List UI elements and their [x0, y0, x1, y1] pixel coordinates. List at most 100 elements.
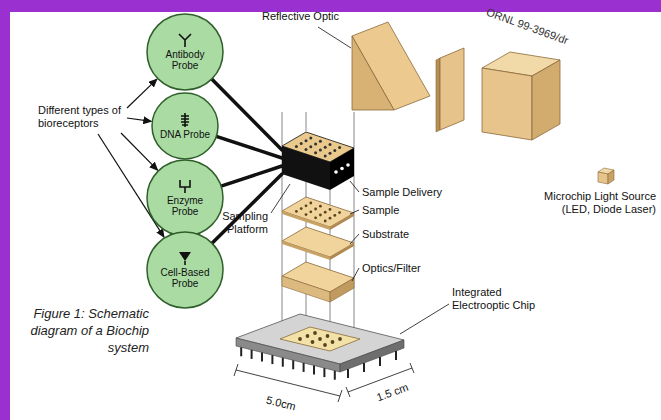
part-label: Integrated Electrooptic Chip [452, 286, 550, 312]
leader-line [350, 210, 359, 214]
dimension-line [236, 370, 340, 396]
platform-block [282, 132, 354, 190]
platform-side [330, 148, 354, 190]
cell-icon [184, 261, 186, 265]
cube-front [482, 68, 532, 140]
probe-link [216, 136, 282, 158]
dimension-tick [410, 363, 414, 373]
dna-icon [181, 113, 189, 127]
light-source-front [598, 172, 608, 184]
delivery-port [346, 163, 350, 167]
probe-icon [175, 179, 195, 193]
part-label: Sample [362, 204, 399, 217]
chip-pin [363, 363, 365, 372]
probe-text-wrap: Antibody Probe [146, 49, 224, 71]
cell-icon [179, 252, 191, 261]
chip-pin [251, 350, 253, 359]
well-dot [314, 143, 317, 146]
leader-line [400, 304, 449, 334]
circle-shape [152, 93, 218, 159]
circle-shape [147, 160, 223, 236]
chip-pin [334, 371, 336, 380]
chip-pin [292, 360, 294, 369]
platform-text-wrap: Sampling Platform [202, 210, 268, 236]
slab-face [440, 48, 464, 130]
well-dot [338, 146, 341, 149]
leader-line [271, 184, 290, 213]
probe-circle: Enzyme Probe [146, 159, 224, 237]
well-dot [300, 142, 303, 145]
well-dot [295, 210, 298, 213]
filter-side [330, 278, 354, 302]
pointer-arrow [121, 133, 158, 170]
part-label: Substrate [362, 228, 409, 241]
chip-pin [282, 358, 284, 367]
circle-shape [147, 14, 223, 90]
part-label: Sample Delivery [362, 186, 442, 199]
guide-lines [282, 112, 354, 350]
leader-line [352, 268, 359, 281]
dimension-tick [346, 387, 350, 397]
chip-pin [313, 366, 315, 375]
pointer-arrow [127, 118, 151, 121]
chip-pin [303, 363, 305, 372]
prism-side [352, 36, 394, 110]
platform-side [282, 146, 330, 190]
chip-pin [261, 353, 263, 362]
filter-side [282, 276, 330, 302]
well-dot [305, 204, 308, 207]
dimension-tick [234, 364, 238, 376]
sample-plate-side [330, 213, 354, 230]
well-dot [305, 148, 308, 151]
well-dot [324, 146, 327, 149]
substrate-plate [282, 227, 354, 257]
chip-window [280, 327, 360, 351]
substrate-side [282, 241, 330, 260]
well-dot [311, 340, 315, 344]
well-dot [306, 334, 310, 338]
group-label: Different types of bioreceptors [38, 104, 123, 130]
well-dot [329, 217, 332, 220]
well-dot [313, 331, 317, 335]
chip-pin [395, 351, 397, 360]
leader-line [350, 181, 359, 192]
part-label: Optics/Filter [362, 262, 421, 275]
well-dot [326, 334, 330, 338]
probe-icon [175, 251, 195, 265]
well-dot [329, 143, 332, 146]
probe-name: Enzyme Probe [156, 195, 214, 217]
probe-icon [175, 113, 195, 127]
probe-circle: Cell-Based Probe [146, 231, 224, 309]
leader-line [350, 234, 359, 244]
well-dot [319, 149, 322, 152]
probe-name: DNA Probe [160, 129, 210, 140]
well-dot [314, 216, 317, 219]
chip-side [340, 340, 404, 372]
well-dot [309, 145, 312, 148]
well-dot [314, 208, 317, 211]
well-dot [329, 208, 332, 211]
sample-plate [282, 197, 354, 227]
antibody-icon [179, 34, 191, 47]
well-dot [319, 205, 322, 208]
well-dot [329, 152, 332, 155]
chip-pin [379, 357, 381, 366]
figure-caption: Figure 1: Schematic diagram of a Biochip… [14, 305, 149, 356]
part-label: Reflective Optic [262, 10, 339, 23]
chip-pin [240, 347, 242, 356]
delivery-port [334, 170, 338, 174]
well-dot [333, 149, 336, 152]
sampling-platform: Sampling Platform [282, 132, 354, 190]
enzyme-icon [180, 180, 190, 193]
cube-side [532, 60, 560, 140]
well-dot [324, 220, 327, 223]
probe-circle: Antibody Probe [146, 13, 224, 91]
well-dot [333, 214, 336, 217]
circle-shape [147, 232, 223, 308]
well-dot [338, 211, 341, 214]
well-dot [309, 210, 312, 213]
leader-line [318, 27, 351, 48]
delivery-port [340, 167, 344, 171]
well-dot [305, 213, 308, 216]
well-dot [331, 340, 335, 344]
